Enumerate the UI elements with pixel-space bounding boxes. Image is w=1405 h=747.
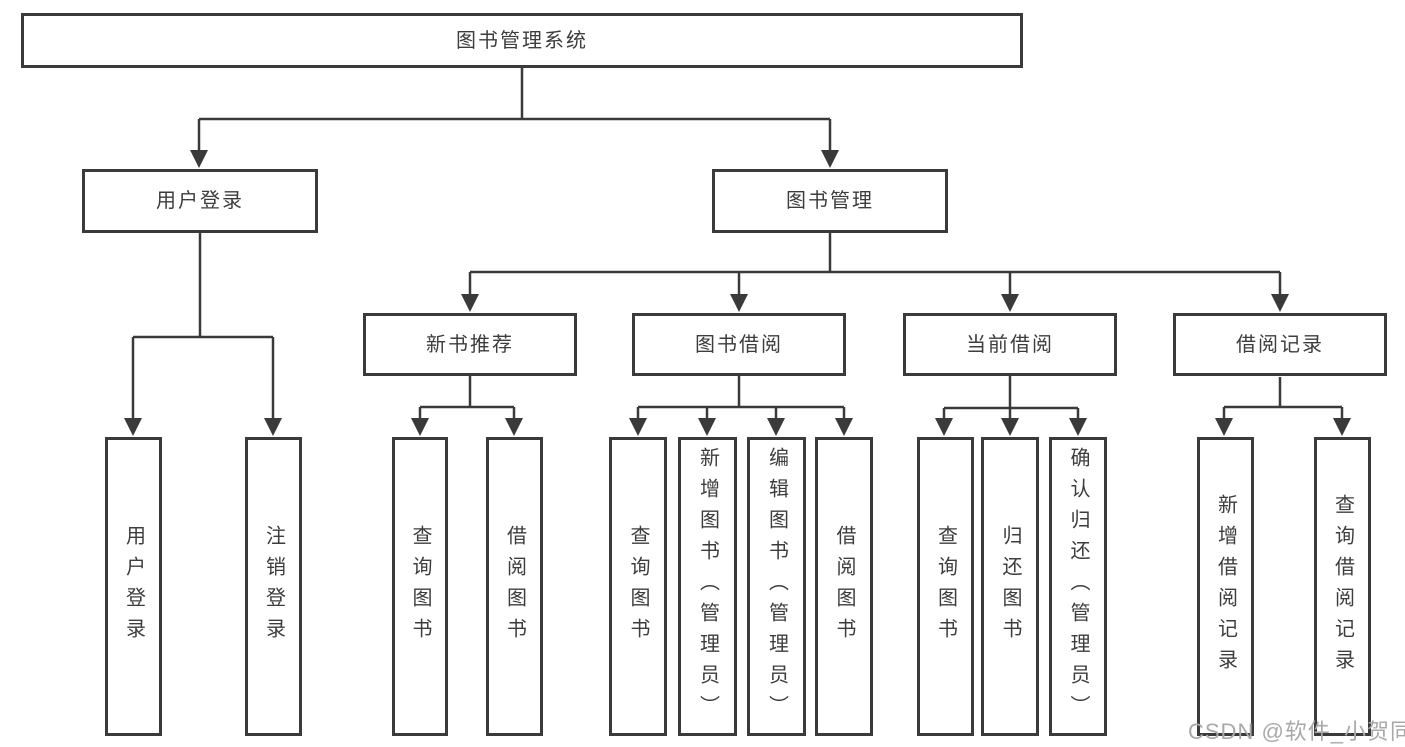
node-book-management: 图书管理: [712, 169, 948, 233]
csdn-watermark: CSDN @软件_小贺同学: [1188, 719, 1405, 744]
node-book-borrowing: 图书借阅: [632, 313, 846, 376]
leaf-return-book: 归还图书: [981, 437, 1039, 736]
leaf-user-login: 用户登录: [105, 437, 162, 736]
leaf-query-books-borrow: 查询图书: [609, 437, 667, 736]
node-user-login: 用户登录: [82, 169, 318, 233]
leaf-borrow-books-recommend: 借阅图书: [486, 437, 543, 736]
leaf-confirm-return-admin: 确认归还（管理员）: [1049, 437, 1107, 736]
node-borrowing-records: 借阅记录: [1173, 313, 1387, 376]
node-current-borrowing: 当前借阅: [903, 313, 1117, 376]
leaf-add-borrow-record: 新增借阅记录: [1197, 437, 1254, 736]
leaf-add-book-admin: 新增图书（管理员）: [678, 437, 737, 736]
leaf-query-borrow-record: 查询借阅记录: [1314, 437, 1371, 736]
leaf-query-books-recommend: 查询图书: [392, 437, 448, 736]
leaf-query-books-current: 查询图书: [917, 437, 974, 736]
node-library-management-system: 图书管理系统: [21, 13, 1023, 68]
leaf-borrow-books: 借阅图书: [815, 437, 873, 736]
leaf-logout: 注销登录: [245, 437, 302, 736]
leaf-edit-book-admin: 编辑图书（管理员）: [747, 437, 806, 736]
node-new-book-recommendation: 新书推荐: [363, 313, 577, 376]
